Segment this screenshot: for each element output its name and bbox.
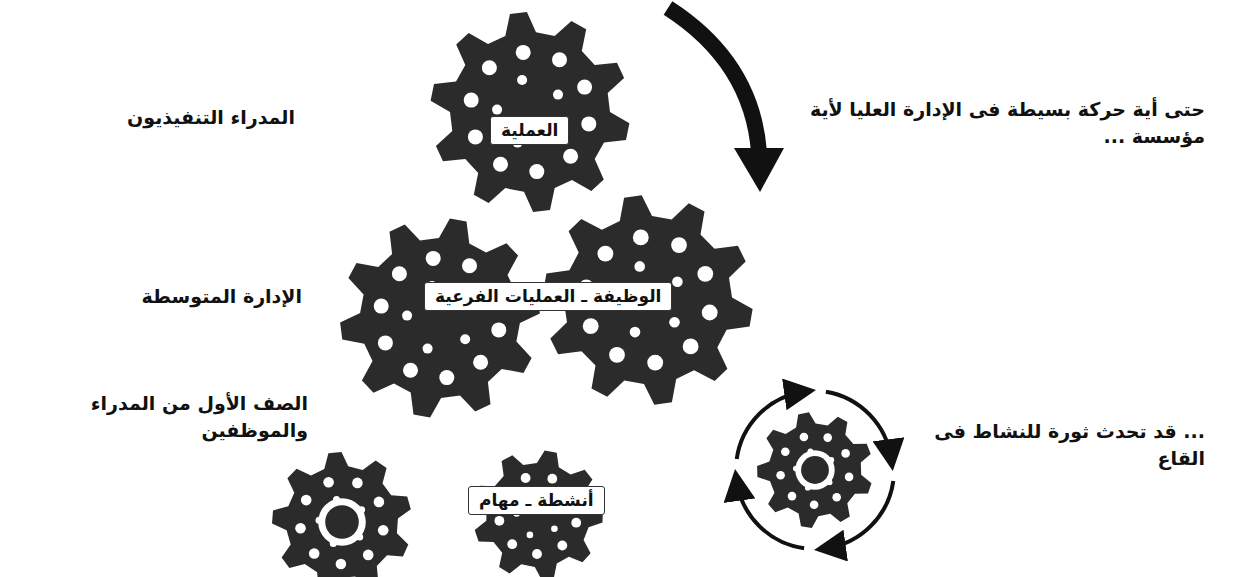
gear-hole: [527, 532, 534, 539]
gear-hole: [318, 498, 366, 546]
gear-hole: [557, 541, 567, 551]
gear-holes: [295, 45, 853, 569]
rotation-arrow: [826, 481, 893, 548]
gear-hole: [468, 129, 483, 144]
side-caption: حتى أية حركة بسيطة فى الإدارة العليا لأي…: [780, 96, 1205, 149]
arrow-head: [734, 148, 784, 192]
gear-hole: [352, 478, 363, 489]
gear-hole: [439, 370, 454, 385]
gear-hole: [583, 318, 599, 334]
gear-hole: [491, 322, 506, 337]
rotation-arrows: [737, 392, 894, 549]
gear-hole: [378, 335, 393, 350]
gear-label: الوظيفة ـ العمليات الفرعية: [435, 285, 661, 308]
gear-hole: [553, 90, 563, 100]
gear-hole: [795, 450, 834, 489]
side-caption: المدراء التنفيذيون: [20, 104, 295, 131]
gear-hole: [403, 363, 418, 378]
gear-hole: [473, 355, 488, 370]
gear-hole: [571, 518, 581, 528]
gear-hole: [492, 105, 502, 115]
gear-hole: [295, 523, 306, 534]
gear-label-box: الوظيفة ـ العمليات الفرعية: [424, 282, 672, 311]
gear-hole: [832, 493, 841, 502]
big-arrow: [668, 8, 759, 152]
gear-label-box: العملية: [490, 116, 569, 145]
gear-hole: [552, 52, 567, 67]
gear-hole: [551, 526, 558, 533]
gear-hole: [647, 355, 663, 371]
gear-hole: [507, 539, 517, 549]
side-caption: الصف الأول من المدراء والموظفين: [10, 390, 308, 443]
gear-hole: [374, 497, 385, 508]
gear-hole: [609, 347, 625, 363]
gear-hole: [781, 448, 790, 457]
gear-hole: [462, 258, 477, 273]
gear-hole: [776, 471, 785, 480]
rotation-arrow: [826, 392, 891, 459]
gear-hole: [581, 116, 596, 131]
gear-hole: [633, 230, 649, 246]
gear-hole: [495, 516, 505, 526]
gear-hole: [482, 60, 497, 75]
gear-hole: [323, 477, 334, 488]
gear: [340, 219, 540, 418]
gear-hole: [374, 299, 389, 314]
gear-hole: [547, 474, 557, 484]
gear-hole: [630, 327, 641, 338]
gear-hole: [426, 251, 441, 266]
gear-hole: [697, 266, 713, 282]
gear-hole: [309, 548, 320, 559]
gear-hole: [464, 93, 479, 108]
gear-hole: [823, 433, 832, 442]
gear-hole: [325, 505, 359, 539]
gear-hole: [392, 266, 407, 281]
rotation-arrow: [737, 481, 804, 548]
gear-hole: [493, 157, 508, 172]
gear-hole: [810, 501, 819, 510]
gear: [272, 452, 411, 577]
gear-hole: [378, 525, 389, 536]
gear-hole: [702, 305, 718, 321]
gear-hole: [423, 344, 433, 354]
gear: [757, 412, 871, 528]
gear-hole: [788, 492, 797, 501]
gear-hole: [516, 45, 531, 60]
gear-hole: [801, 456, 829, 484]
side-caption: ... قد تحدث ثورة للنشاط فى القاع: [900, 418, 1205, 471]
gear-hole: [529, 164, 544, 179]
gear-hole: [669, 317, 680, 328]
gear-label: أنشطة ـ مهام: [479, 489, 594, 512]
gear-hole: [532, 549, 542, 559]
gear-hole: [671, 237, 687, 253]
gear-hole: [517, 75, 527, 85]
gear-hole: [800, 433, 809, 442]
gear-hole: [672, 276, 683, 287]
gear-hole: [336, 559, 347, 570]
gear-hole: [521, 473, 531, 483]
gear-hole: [841, 449, 850, 458]
gear-hole: [845, 473, 854, 482]
gear-hole: [563, 149, 578, 164]
rotation-arrow: [737, 392, 804, 459]
gear-hole: [301, 495, 312, 506]
gear-hole: [402, 311, 412, 321]
side-caption: الإدارة المتوسطة: [20, 283, 302, 310]
gear-label-box: أنشطة ـ مهام: [468, 486, 605, 515]
gear: [431, 12, 630, 212]
gear-hole: [634, 261, 645, 272]
gear-label: العملية: [501, 119, 558, 142]
gear-hole: [363, 550, 374, 561]
gear-hole: [598, 246, 614, 262]
gear-hole: [460, 334, 470, 344]
gear-hole: [577, 80, 592, 95]
gears: [272, 12, 872, 577]
gear-hole: [683, 339, 699, 355]
